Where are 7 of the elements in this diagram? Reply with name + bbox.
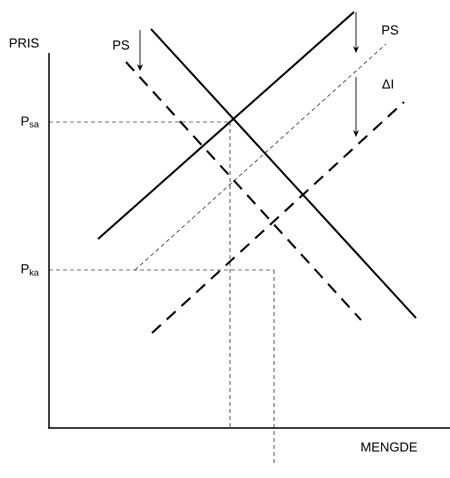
axis-label: MENGDE (362, 442, 417, 452)
shift-label: ΔI (382, 80, 393, 88)
shift-label: PS (113, 40, 130, 50)
price-label: P$_{ka}$ (22, 264, 39, 276)
shift-label: PS (382, 25, 398, 35)
axis-label: PRIS (10, 38, 39, 48)
price-label: P$_{sa}$ (22, 116, 39, 128)
